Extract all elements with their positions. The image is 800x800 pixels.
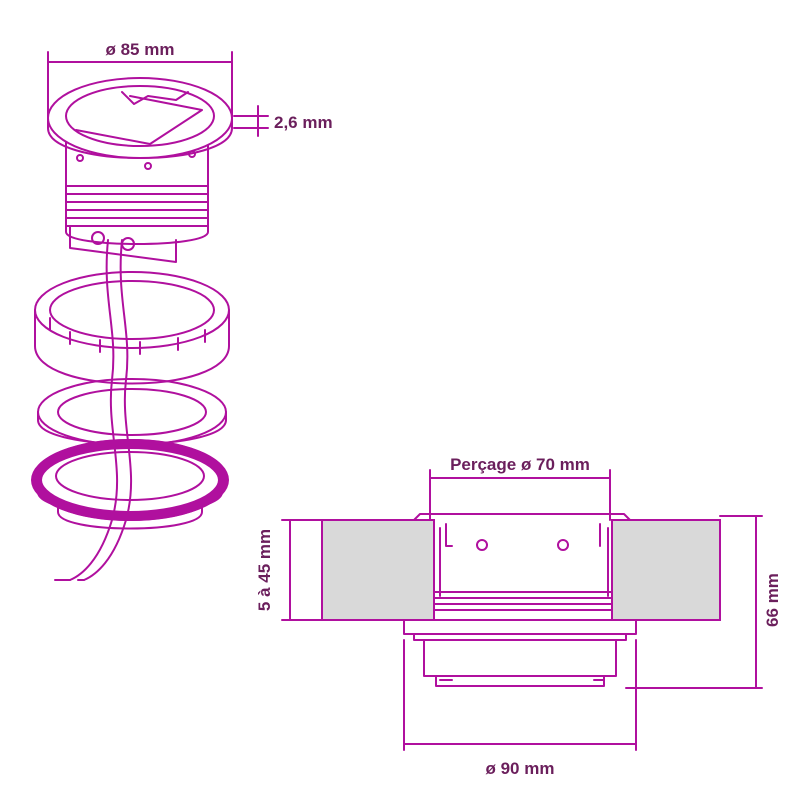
dim-flange-thickness: [233, 105, 269, 137]
dim-drill-hole: [429, 469, 611, 521]
socket-body: [65, 139, 209, 263]
exploded-view: [31, 51, 269, 581]
label-outer-diameter: ø 90 mm: [486, 759, 555, 778]
label-worktop-thickness: 5 à 45 mm: [255, 529, 274, 611]
worktop-right: [611, 519, 721, 621]
socket-section: [403, 513, 637, 687]
dim-top-diameter: [47, 51, 233, 121]
dim-total-height: [625, 515, 763, 689]
worktop-left: [321, 519, 435, 621]
washer-ring: [37, 378, 227, 446]
sleeve-ring: [34, 271, 230, 385]
label-total-height: 66 mm: [763, 573, 782, 627]
power-cable: [54, 239, 133, 581]
label-top-diameter: ø 85 mm: [106, 40, 175, 59]
label-flange-thickness: 2,6 mm: [274, 113, 333, 132]
section-view: [281, 469, 763, 751]
dim-outer-diameter: [403, 639, 637, 751]
label-drill-hole: Perçage ø 70 mm: [450, 455, 590, 474]
dim-worktop-thickness: [281, 519, 323, 621]
flange-lid: [47, 77, 233, 159]
